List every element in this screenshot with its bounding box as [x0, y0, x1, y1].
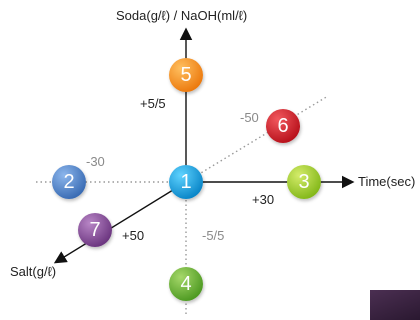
point-6: 6	[266, 109, 300, 143]
point-2: 2	[52, 165, 86, 199]
corner-image-fragment	[370, 290, 420, 320]
negative-z-dotted	[185, 95, 329, 183]
point-4: 4	[169, 267, 203, 301]
z-axis-arrow	[53, 181, 187, 264]
level-label-up: +5/5	[140, 96, 166, 111]
level-label-left: -30	[86, 154, 105, 169]
level-label-down: -5/5	[202, 228, 225, 243]
point-1: 1	[169, 165, 203, 199]
x-axis-label: Time(sec)	[358, 174, 416, 189]
point-3: 3	[287, 165, 321, 199]
y-axis-label: Soda(g/ℓ) / NaOH(ml/ℓ)	[116, 8, 248, 23]
point-7: 7	[78, 213, 112, 247]
point-5: 5	[169, 58, 203, 92]
z-axis-label: Salt(g/ℓ)	[10, 264, 57, 279]
level-label-diag-up: -50	[240, 110, 259, 125]
level-label-right: +30	[252, 192, 275, 207]
level-label-diag-down: +50	[122, 228, 145, 243]
